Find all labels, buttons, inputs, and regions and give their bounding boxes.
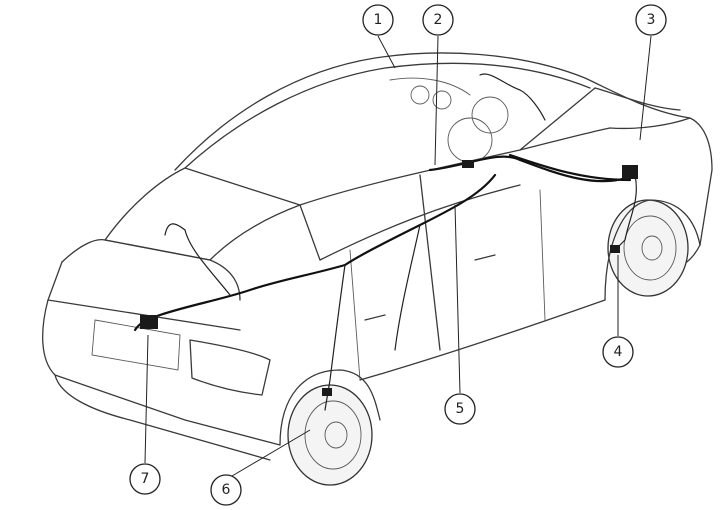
car-body: [42, 52, 713, 461]
callout-5: 5: [444, 393, 476, 425]
callout-2: 2: [422, 4, 454, 36]
callout-2-label: 2: [434, 12, 443, 28]
callout-1: 1: [362, 4, 394, 36]
callout-7: 7: [129, 463, 161, 495]
callout-3: 3: [635, 4, 667, 36]
callout-7-label: 7: [141, 471, 150, 487]
callout-1-label: 1: [374, 12, 383, 28]
callout-3-label: 3: [647, 12, 656, 28]
callout-4: 4: [602, 336, 634, 368]
leader-lines: [144, 35, 652, 477]
wiring-harness: [133, 73, 638, 411]
callout-6-label: 6: [222, 482, 231, 498]
callout-6: 6: [210, 474, 242, 506]
callout-5-label: 5: [456, 401, 465, 417]
callout-4-label: 4: [614, 344, 623, 360]
rear-right-wheel: [287, 384, 373, 486]
